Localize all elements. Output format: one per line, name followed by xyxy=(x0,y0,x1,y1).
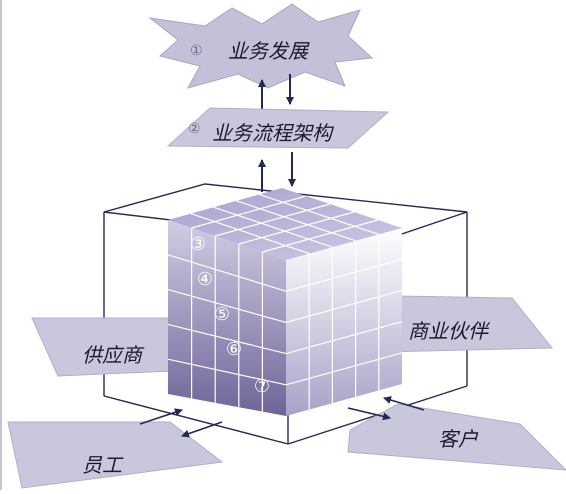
step-1-number: ① xyxy=(190,43,203,59)
layer-6-number: ⑥ xyxy=(226,339,242,360)
cube-grid-line xyxy=(190,213,310,255)
cube-grid-line xyxy=(167,323,287,355)
architecture-cube xyxy=(167,188,403,416)
layer-3-number: ③ xyxy=(190,234,206,255)
cube-grid-line xyxy=(167,358,287,386)
arrow-customer-in xyxy=(347,407,391,421)
process-architecture-label: 业务流程架构 xyxy=(212,121,335,145)
arrow-customer-out xyxy=(383,396,425,411)
cube-grid-line xyxy=(262,219,379,253)
cube-grid-line xyxy=(236,200,356,242)
employee-label: 员工 xyxy=(82,453,124,477)
customer-label: 客户 xyxy=(438,427,479,451)
layer-7-number: ⑦ xyxy=(254,376,270,397)
cube-grid-line xyxy=(285,289,403,323)
cube-grid-line xyxy=(238,211,355,245)
cube-grid-line xyxy=(285,321,403,355)
cube-front-face xyxy=(168,220,286,416)
supplier-label: 供应商 xyxy=(82,343,145,367)
business-development-label: 业务发展 xyxy=(228,39,310,63)
arrow-employee-out xyxy=(181,421,223,438)
cube-top-face xyxy=(168,188,402,260)
cube-right-face xyxy=(286,228,402,416)
cube-grid-line xyxy=(259,193,379,235)
cube-grid-line xyxy=(167,289,287,323)
cube-grid-line xyxy=(191,195,307,229)
cube-grid-line xyxy=(213,206,333,248)
cube-grid-line xyxy=(167,254,287,292)
customer-plane xyxy=(347,403,566,471)
cube-grid-line xyxy=(285,258,403,292)
step-2-number: ② xyxy=(188,121,201,137)
business-development-burst xyxy=(148,3,374,89)
cube-grid-line xyxy=(215,203,331,237)
cube-grid-line xyxy=(285,352,403,386)
layer-4-number: ④ xyxy=(197,269,213,290)
layer-5-number: ⑤ xyxy=(214,304,230,325)
process-architecture-plane xyxy=(166,107,390,149)
partner-label: 商业伙伴 xyxy=(408,319,491,343)
employee-plane xyxy=(7,421,224,489)
arrow-employee-in xyxy=(139,408,183,425)
